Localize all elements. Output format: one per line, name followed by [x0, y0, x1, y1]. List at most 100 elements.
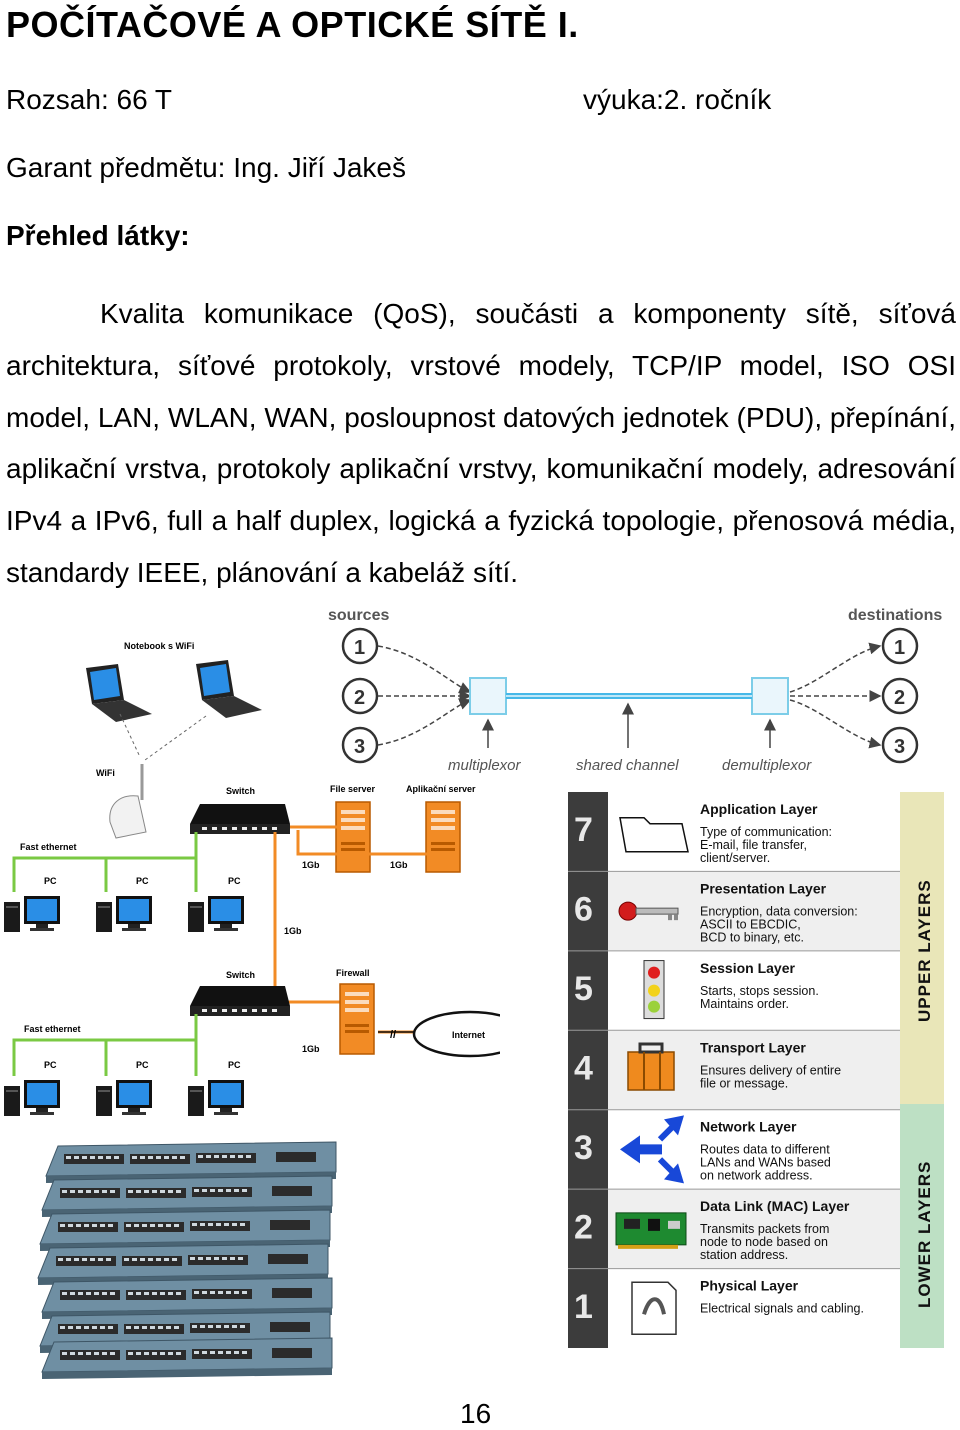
pc-2 — [96, 896, 152, 932]
osi-layer-desc-4: Ensures delivery of entire — [700, 1063, 841, 1077]
pc-label-3: PC — [228, 876, 241, 886]
osi-layer-desc-3: Routes data to different — [700, 1143, 830, 1157]
lower-layers-label: LOWER LAYERS — [915, 1161, 934, 1308]
file-server-label: File server — [330, 784, 376, 794]
internet-cloud: Internet — [412, 1010, 500, 1058]
osi-layer-name-6: Presentation Layer — [700, 880, 827, 896]
osi-layer-desc-7: Type of communication: — [700, 825, 832, 839]
osi-layer-desc-4: file or message. — [700, 1076, 788, 1090]
suitcase-icon — [627, 1042, 675, 1091]
osi-layer-desc-2: Transmits packets from — [700, 1222, 829, 1236]
destinations-label: destinations — [848, 607, 942, 624]
osi-layer-name-7: Application Layer — [700, 801, 818, 817]
wifi-access-point — [109, 764, 147, 839]
osi-layer-desc-7: E-mail, file transfer, — [700, 838, 807, 852]
sources-label: sources — [328, 607, 389, 624]
osi-layer-number-5: 5 — [574, 970, 593, 1008]
notebook-2 — [196, 660, 262, 718]
svg-text://: // — [390, 1029, 396, 1041]
svg-text:3: 3 — [894, 736, 905, 758]
osi-layer-desc-1: Electrical signals and cabling. — [700, 1302, 864, 1316]
pc-label-5: PC — [136, 1060, 149, 1070]
source-2: 2 — [341, 677, 379, 715]
overview-heading: Přehled látky: — [6, 220, 190, 251]
notebook-label: Notebook s WiFi — [124, 641, 194, 651]
teaching-text: výuka:2. ročník — [583, 84, 772, 115]
osi-layer-number-3: 3 — [574, 1129, 593, 1167]
switch-top — [190, 804, 290, 834]
pc-6 — [188, 1080, 244, 1116]
network-card-icon — [615, 1212, 687, 1249]
page-title: POČÍTAČOVÉ A OPTICKÉ SÍTĚ I. — [6, 4, 579, 45]
svg-text:2: 2 — [354, 687, 365, 709]
pc-1 — [4, 896, 60, 932]
arrows-icon — [620, 1115, 684, 1184]
folder-icon — [619, 816, 689, 853]
network-topology-diagram: Notebook s WiFi WiFi Switch File server … — [4, 641, 500, 1116]
svg-text:3: 3 — [354, 736, 365, 758]
link-1gb-a: 1Gb — [302, 860, 320, 870]
osi-layer-name-2: Data Link (MAC) Layer — [700, 1198, 850, 1214]
pc-5 — [96, 1080, 152, 1116]
osi-layer-name-5: Session Layer — [700, 960, 795, 976]
firewall-label: Firewall — [336, 968, 370, 978]
link-1gb-c: 1Gb — [284, 926, 302, 936]
osi-layer-desc-5: Maintains order. — [700, 997, 789, 1011]
svg-text:Internet: Internet — [452, 1030, 485, 1040]
multiplex-diagram: sources destinations 1 2 3 1 2 3 — [328, 607, 942, 774]
app-server-label: Aplikační server — [406, 784, 476, 794]
link-1gb-b: 1Gb — [390, 860, 408, 870]
osi-layer-number-1: 1 — [574, 1288, 593, 1326]
osi-layer-desc-2: node to node based on — [700, 1235, 828, 1249]
demultiplexor-box — [751, 677, 789, 715]
osi-layer-number-6: 6 — [574, 891, 593, 929]
pc-label-2: PC — [136, 876, 149, 886]
osi-layer-desc-2: station address. — [700, 1248, 788, 1262]
svg-text:2: 2 — [894, 687, 905, 709]
osi-layer-desc-6: ASCII to EBCDIC, — [700, 917, 801, 931]
shared-channel-label: shared channel — [576, 757, 679, 774]
pc-4 — [4, 1080, 60, 1116]
osi-layer-desc-6: Encryption, data conversion: — [700, 904, 858, 918]
osi-layer-desc-6: BCD to binary, etc. — [700, 930, 804, 944]
source-3: 3 — [341, 726, 379, 764]
firewall — [339, 983, 375, 1055]
multiplexor-label: multiplexor — [448, 757, 522, 774]
scope-text: Rozsah: 66 T — [6, 84, 173, 115]
osi-layer-number-7: 7 — [574, 811, 593, 849]
file-server — [335, 801, 371, 873]
notebook-1 — [86, 664, 152, 722]
osi-layer-desc-7: client/server. — [700, 851, 770, 865]
guarantor-text: Garant předmětu: Ing. Jiří Jakeš — [6, 152, 406, 183]
osi-layer-number-4: 4 — [574, 1050, 593, 1088]
osi-layer-name-1: Physical Layer — [700, 1278, 799, 1294]
source-1: 1 — [341, 627, 379, 665]
cable-icon — [631, 1281, 677, 1336]
pc-label-1: PC — [44, 876, 57, 886]
demultiplexor-label: demultiplexor — [722, 757, 812, 774]
osi-layer-name-3: Network Layer — [700, 1119, 797, 1135]
svg-text:1: 1 — [894, 637, 905, 659]
destination-2: 2 — [881, 677, 919, 715]
switch-stack-photo — [37, 1141, 337, 1380]
svg-text:1: 1 — [354, 637, 365, 659]
fast-ethernet-top: Fast ethernet — [20, 842, 77, 852]
osi-layer-desc-3: on network address. — [700, 1169, 813, 1183]
osi-layer-desc-3: LANs and WANs based — [700, 1156, 831, 1170]
key-icon — [618, 901, 679, 921]
pc-label-6: PC — [228, 1060, 241, 1070]
page-number: 16 — [460, 1398, 492, 1429]
fast-ethernet-bottom: Fast ethernet — [24, 1024, 81, 1034]
wifi-label: WiFi — [96, 768, 115, 778]
traffic-light-icon — [643, 960, 665, 1020]
app-server — [425, 801, 461, 873]
switch-label-top: Switch — [226, 786, 255, 796]
pc-label-4: PC — [44, 1060, 57, 1070]
